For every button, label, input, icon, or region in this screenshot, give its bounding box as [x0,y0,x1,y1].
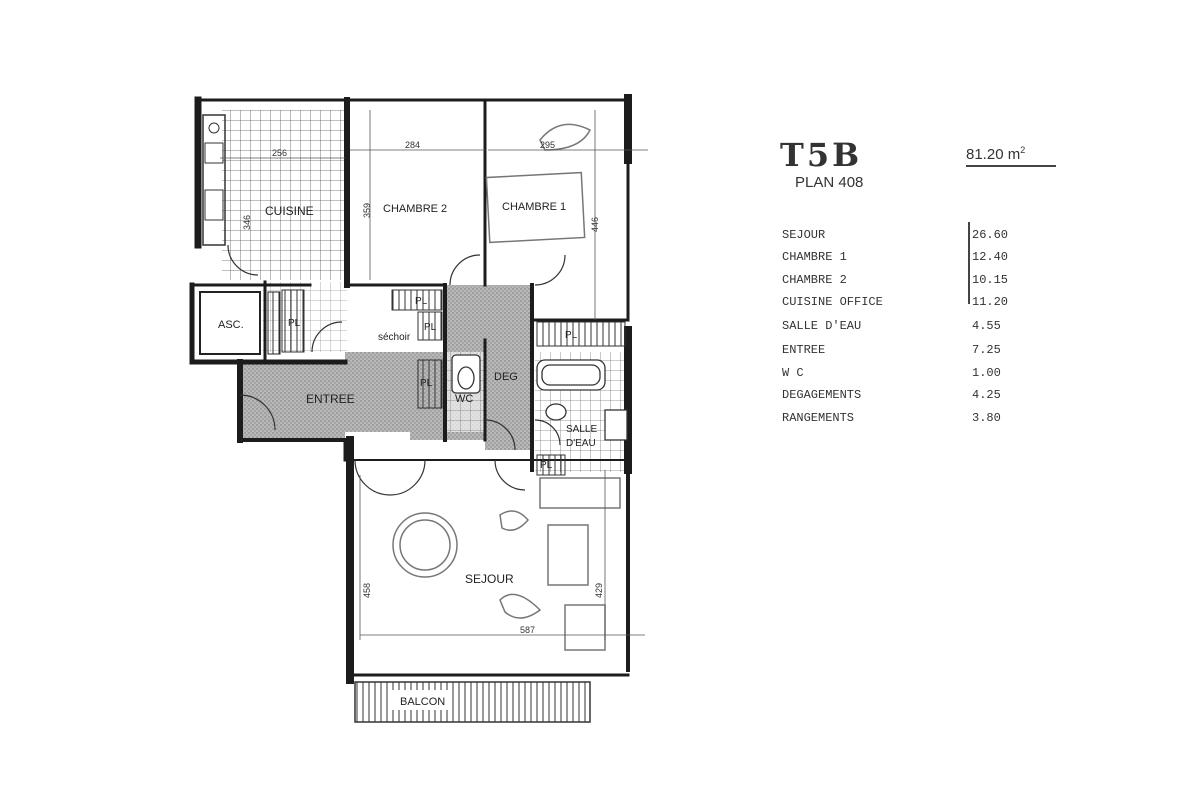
bathroom-fixtures [451,354,628,441]
elevator [199,291,281,355]
label-pl-3: PL [424,322,437,333]
balcony [354,681,591,723]
label-pl-6: PL [540,460,553,471]
label-pl-2: PL [415,296,428,307]
label-chambre-1: CHAMBRE 1 [502,201,566,213]
label-balcon: BALCON [400,696,445,708]
label-cuisine: CUISINE [265,204,314,218]
label-pl-1: PL [288,318,301,329]
doors [227,244,566,496]
dim-chambre1-width: 295 [540,140,555,150]
label-sechoir: séchoir [378,332,411,343]
label-salle-eau-line2: D'EAU [566,438,596,449]
label-chambre-2: CHAMBRE 2 [383,203,447,215]
label-sejour: SEJOUR [465,572,514,586]
dim-sejour-height-right: 429 [594,583,604,598]
dim-chambre1-height: 446 [590,217,600,232]
dim-cuisine-width: 256 [272,148,287,158]
dim-sejour-width: 587 [520,625,535,635]
dimension-texts: 256 346 284 359 295 446 587 458 429 [242,140,604,635]
dim-sejour-height-left: 458 [362,583,372,598]
dim-cuisine-height: 346 [242,215,252,230]
dim-chambre2-width: 284 [405,140,420,150]
plan-labels: CUISINE CHAMBRE 2 CHAMBRE 1 ASC. PL PL P… [218,201,597,708]
kitchen-appliances [202,114,226,246]
storage-cupboards [281,289,626,476]
label-pl-5: PL [565,330,578,341]
furniture-sketch [392,123,621,651]
label-entree: ENTREE [306,392,355,406]
label-pl-4: PL [420,378,433,389]
label-wc: WC [455,393,473,405]
label-deg: DEG [494,371,518,383]
dim-chambre2-height: 359 [362,203,372,218]
dimension-lines [220,110,648,640]
label-asc: ASC. [218,319,244,331]
walls [189,94,632,684]
label-salle-eau-line1: SALLE [566,424,597,435]
